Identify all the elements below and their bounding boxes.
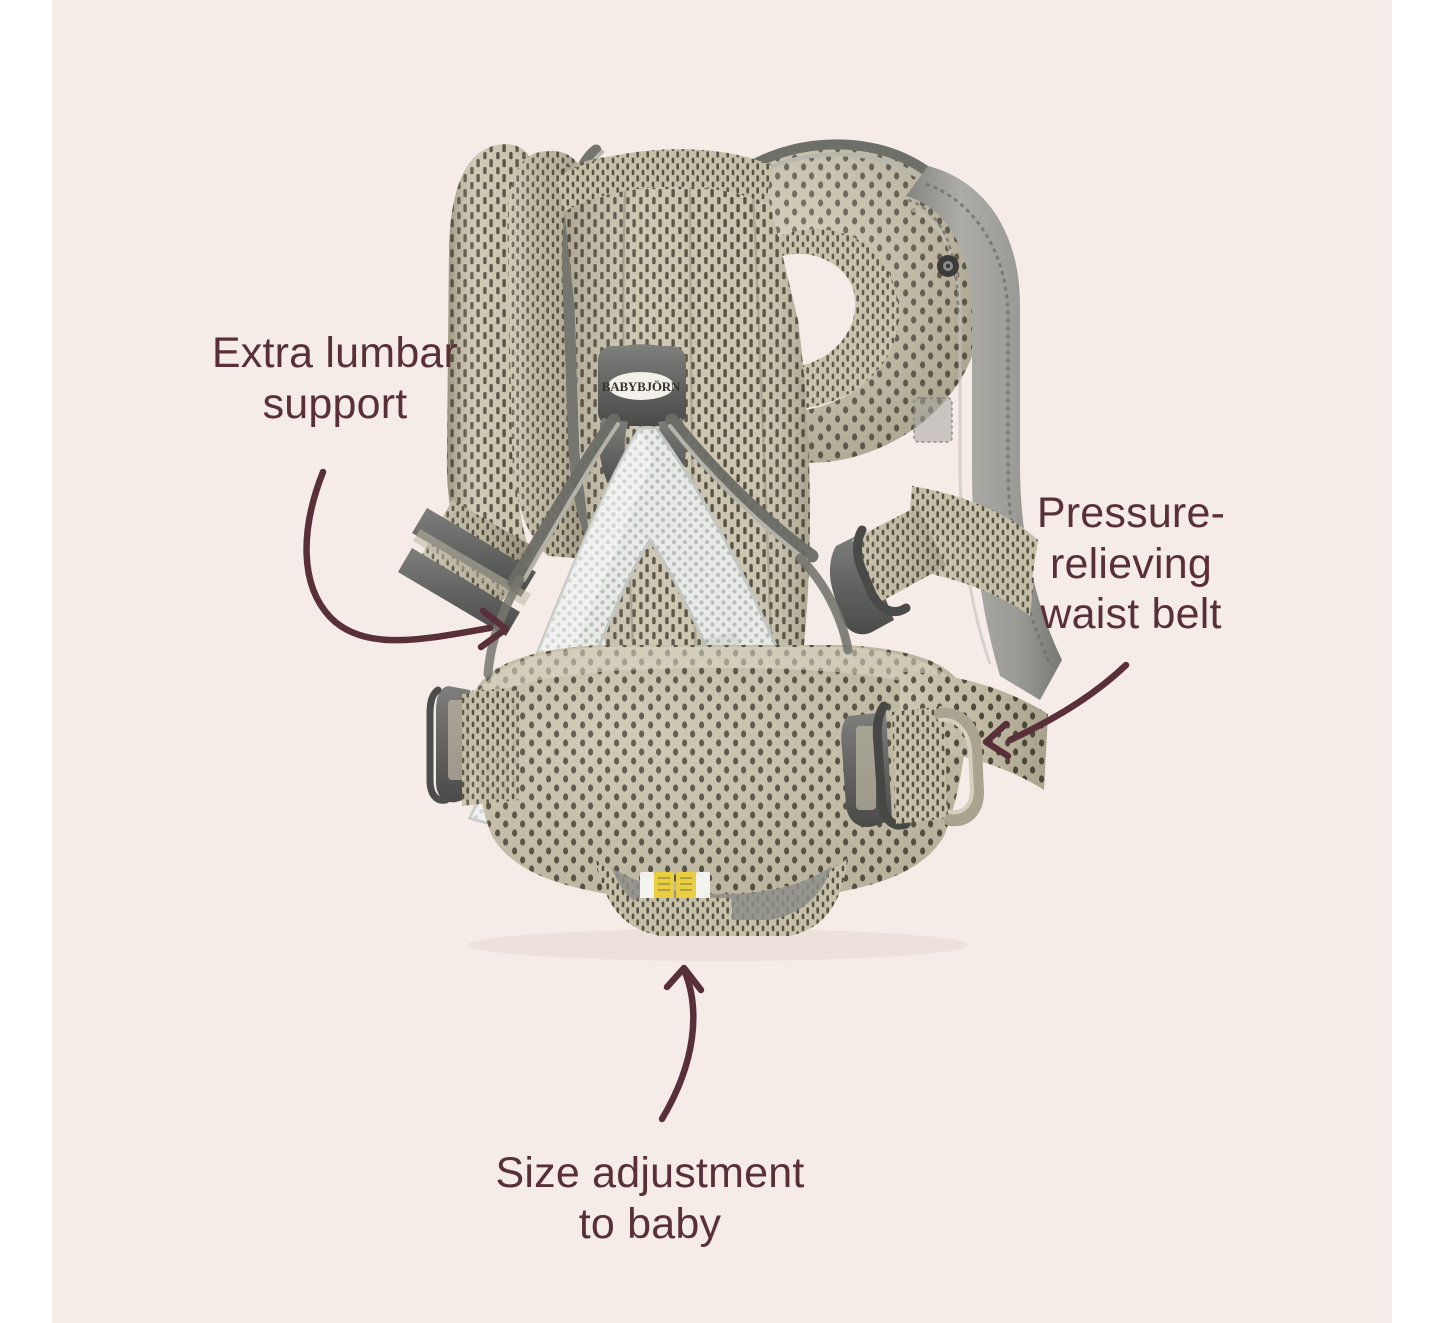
waist-belt-left (426, 686, 520, 806)
center-buckle: BABYBJÖRN (598, 344, 687, 492)
label-pressure-relieving-waist-belt: Pressure- relieving waist belt (1036, 489, 1226, 639)
waist-seat-panel (470, 645, 968, 902)
babybjorn-logo: BABYBJÖRN (602, 372, 681, 400)
size-adjustment-tags (640, 872, 710, 904)
label-extra-lumbar-support: Extra lumbar support (211, 329, 459, 428)
right-strap-adjuster (829, 506, 946, 635)
label-size-adjustment-to-baby: Size adjustment to baby (495, 1149, 805, 1248)
seat-leg-opening (596, 858, 848, 936)
brand-logo-text: BABYBJÖRN (602, 379, 681, 394)
waist-belt-buckle (841, 701, 948, 830)
shoulder-binding-straps (507, 413, 819, 589)
snap-button-icon (937, 255, 959, 277)
